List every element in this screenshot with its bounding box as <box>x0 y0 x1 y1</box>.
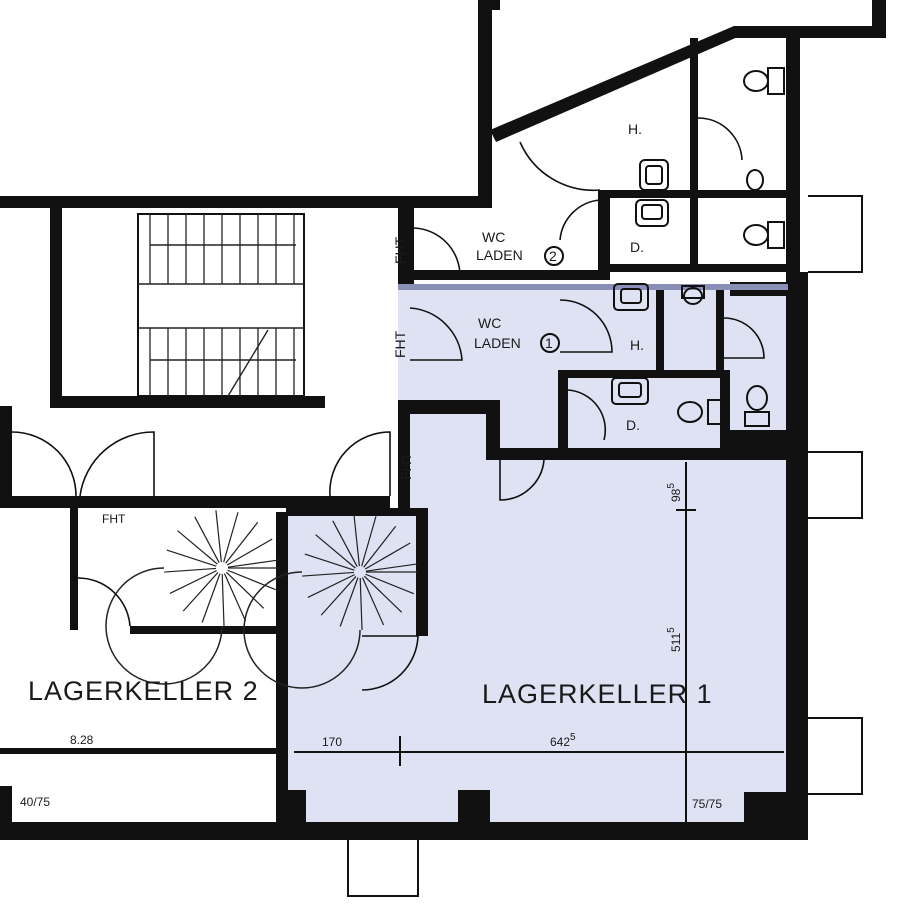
dim-lk2-width: 8.28 <box>70 733 94 747</box>
dim-width-total: 6425 <box>550 732 576 749</box>
wc-laden-2-line1: WC <box>482 229 505 245</box>
sink-icon <box>611 159 669 405</box>
stair-tread <box>304 553 355 571</box>
fht-label-mid: FHT <box>392 330 408 358</box>
dim-height-top: 985 <box>666 483 683 502</box>
room-number-badge-1 <box>540 333 560 353</box>
highlighted-unit-area <box>286 284 792 822</box>
stair-tread <box>164 567 217 573</box>
room-label-d-lower: D. <box>626 417 640 433</box>
wc-laden-1-line2: LADEN <box>474 335 521 351</box>
stair-tread <box>227 559 280 568</box>
fht-label-left: FHT <box>102 512 126 526</box>
spiral-outline <box>105 567 223 685</box>
stair-tread <box>225 571 265 609</box>
stair-tread <box>359 577 363 630</box>
stair-tread <box>221 573 225 626</box>
main-staircase <box>137 213 305 397</box>
dimension-lines <box>294 462 784 822</box>
room-label-h-upper: H. <box>628 121 642 137</box>
stair-tread <box>223 573 247 622</box>
spiral-outline <box>243 571 361 689</box>
stair-tread <box>182 572 219 612</box>
stair-tread <box>166 549 217 567</box>
stair-tread <box>169 570 217 594</box>
wc-laden-2-line2: LADEN <box>476 247 523 263</box>
stair-tread <box>315 534 356 569</box>
dim-window-right: 75/75 <box>692 797 722 811</box>
dim-height-total: 5115 <box>666 627 683 652</box>
wc-laden-1-line1: WC <box>478 315 501 331</box>
stair-tread <box>365 573 415 595</box>
room-number-badge-2 <box>544 246 564 266</box>
stair-tread <box>332 520 358 567</box>
stair-tread <box>302 571 355 577</box>
doors <box>11 117 765 691</box>
stair-tread <box>363 575 403 613</box>
stair-tread <box>223 512 239 563</box>
stair-tread <box>201 573 221 623</box>
room-label-lagerkeller-1: LAGERKELLER 1 <box>482 679 713 709</box>
toilet-icon <box>677 67 785 427</box>
stair-tread <box>215 510 222 563</box>
room-number-1: 1 <box>545 335 553 351</box>
stair-tread <box>227 569 277 591</box>
stair-tread <box>365 563 418 572</box>
room-label-lagerkeller-2: LAGERKELLER 2 <box>28 676 259 706</box>
stair-tread <box>226 538 273 566</box>
stair-tread <box>363 525 397 568</box>
stair-tread <box>361 577 385 626</box>
room-label-d-upper: D. <box>630 239 644 255</box>
stair-tread <box>339 577 359 627</box>
stair-tread <box>320 576 357 616</box>
stair-tread <box>225 521 259 564</box>
dim-width-left: 170 <box>322 735 342 749</box>
stair-tread <box>353 514 360 567</box>
dim-window-left: 40/75 <box>20 795 50 809</box>
room-number-2: 2 <box>549 248 557 264</box>
stair-tread <box>194 516 220 563</box>
spiral-staircase-right <box>243 514 418 689</box>
spiral-staircase-left <box>105 510 280 685</box>
fht-label-right: FHT <box>398 452 414 480</box>
stair-tread <box>177 530 218 565</box>
unit-outline <box>398 284 788 290</box>
stair-tread <box>307 574 355 598</box>
fht-label-top: FHT <box>392 236 408 264</box>
room-label-h-lower: H. <box>630 337 644 353</box>
stair-tread <box>361 516 377 567</box>
stair-tread <box>364 542 411 570</box>
